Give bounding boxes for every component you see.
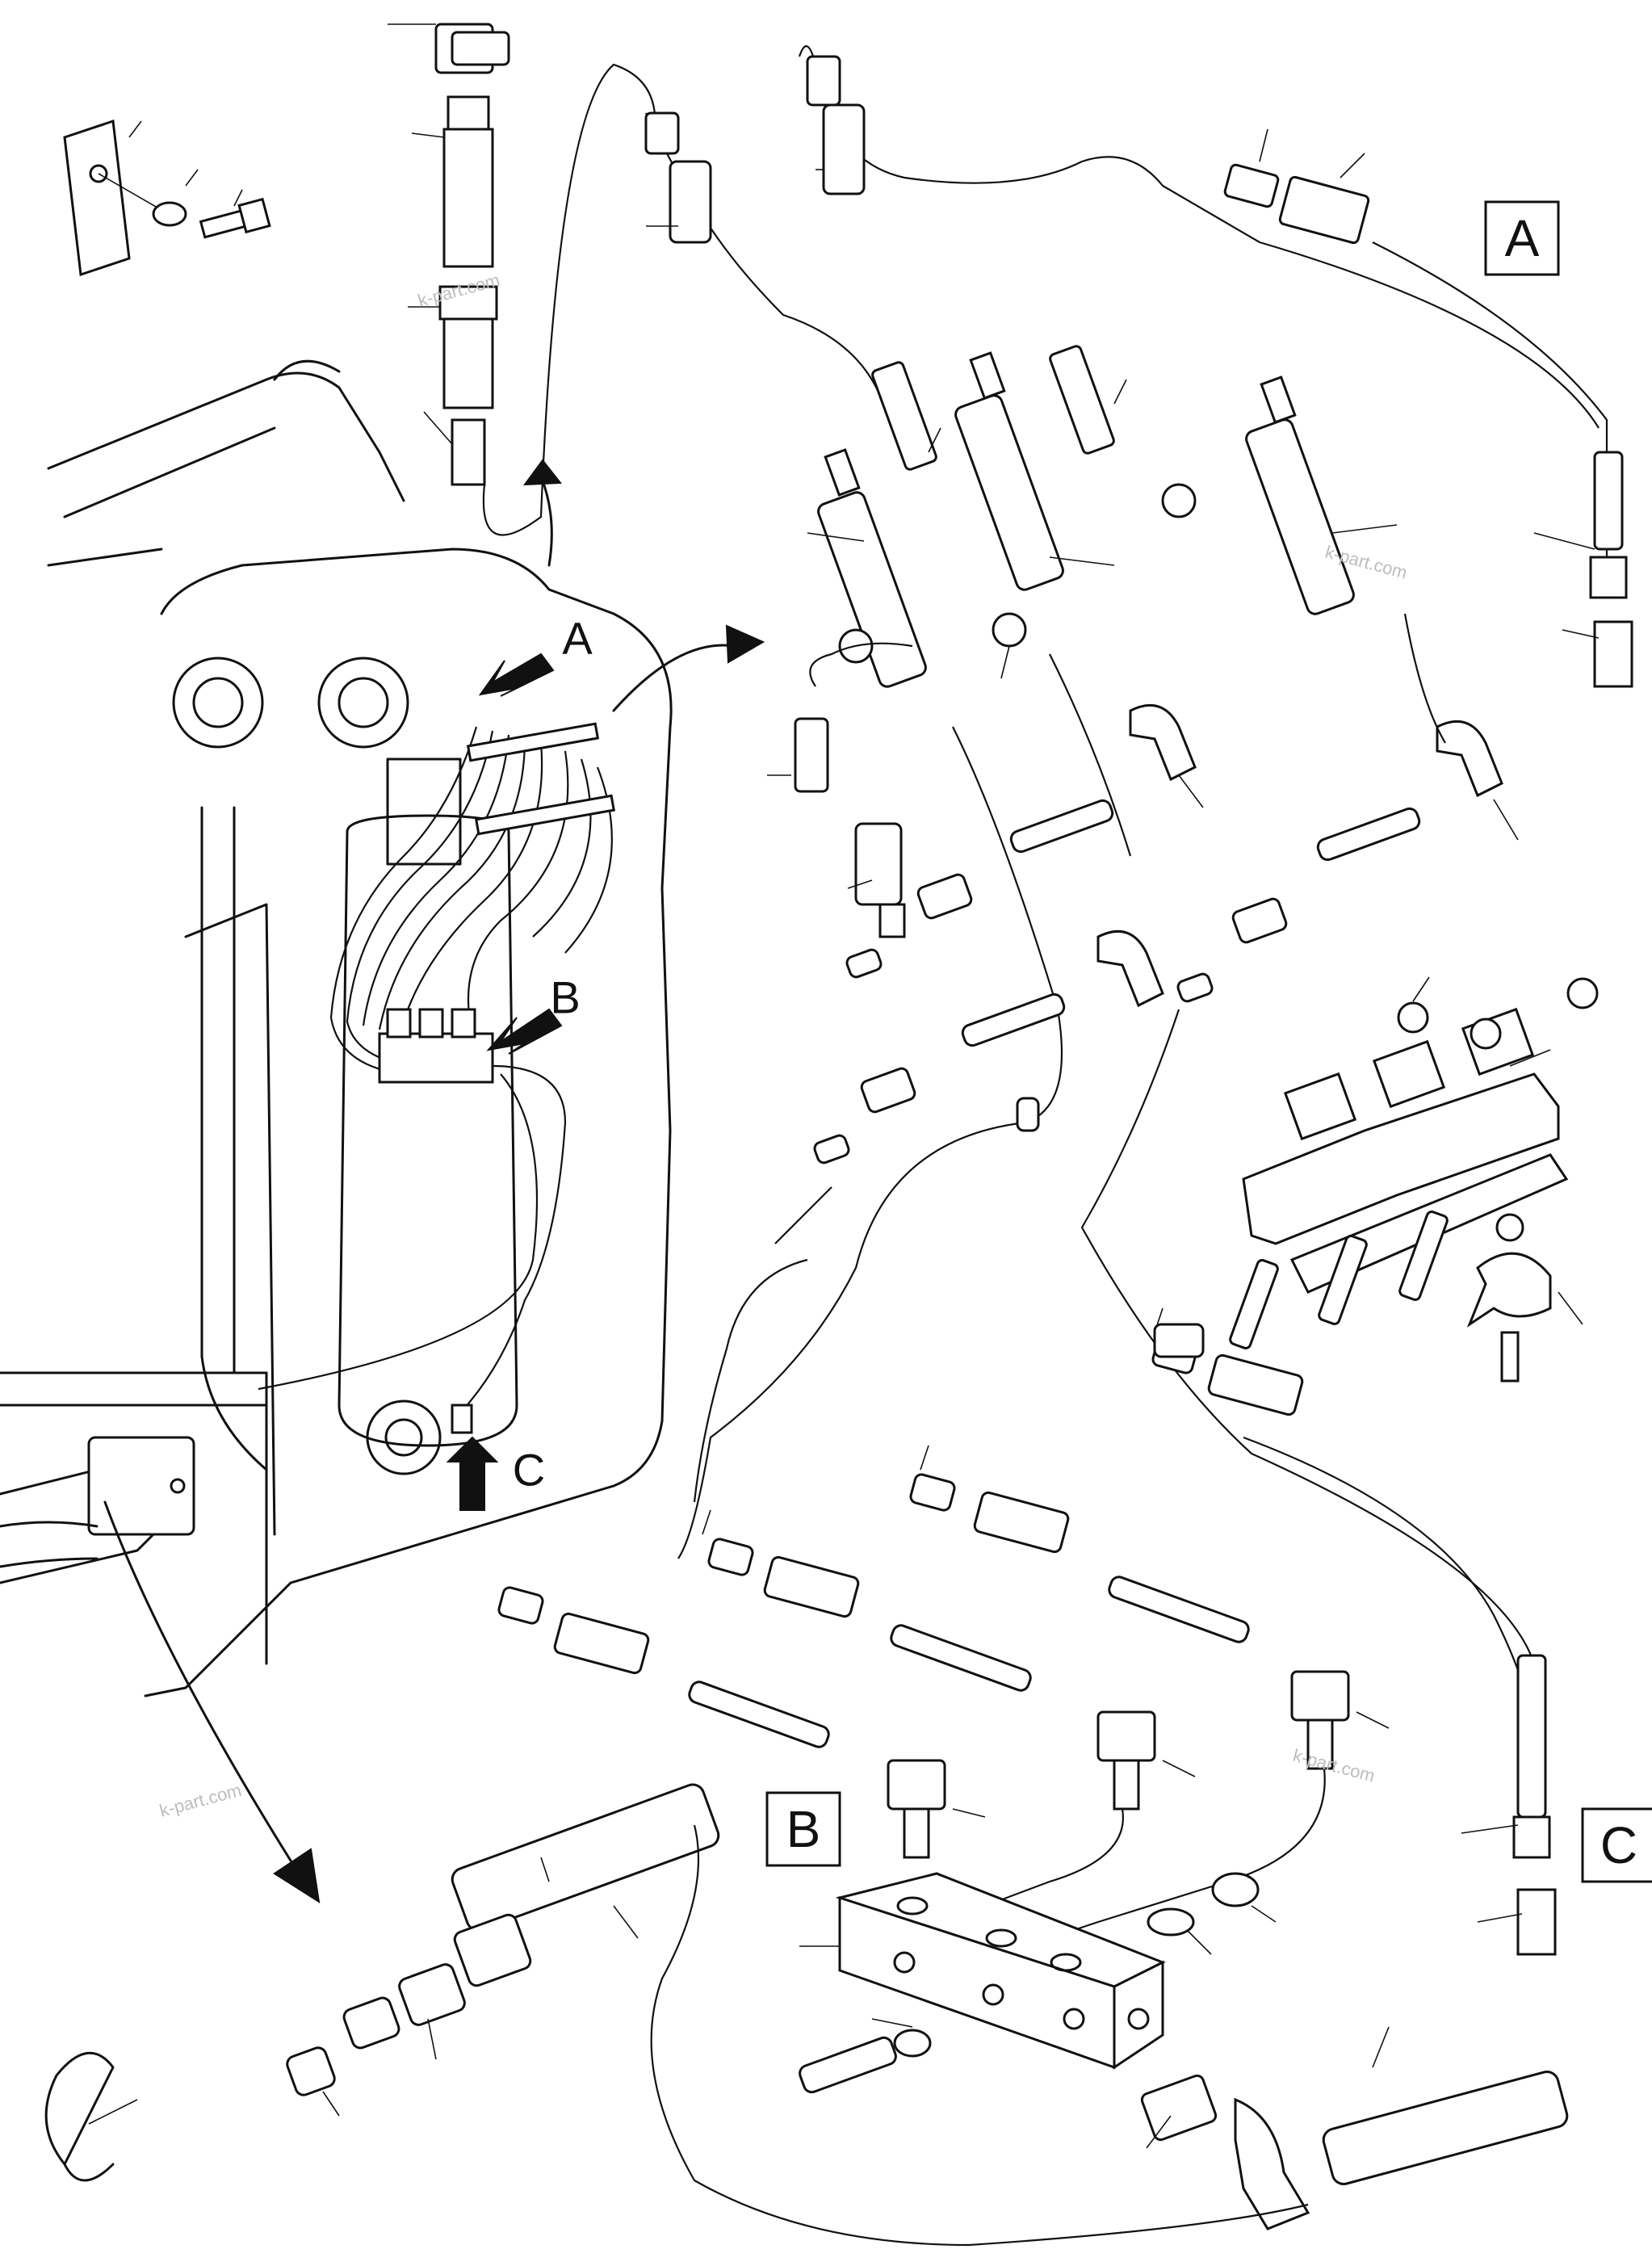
middle-hose-routes: [677, 613, 1536, 1664]
callout-label-c: C: [1600, 1816, 1637, 1874]
arrow-labels: A B C: [513, 613, 593, 1496]
arrow-label-b: B: [550, 972, 580, 1023]
callout-label-a: A: [1505, 209, 1540, 267]
bottom-left-parts: [44, 1783, 1309, 2247]
arrow-label-c: C: [513, 1445, 545, 1496]
callout-box-b: B: [765, 1791, 841, 1867]
lower-connector-chains: [497, 1307, 1390, 1940]
callout-label-b: B: [786, 1800, 821, 1858]
callout-box-a: A: [1484, 200, 1560, 276]
callout-box-c: C: [1581, 1807, 1652, 1883]
cylinder-valves: [807, 345, 1398, 688]
manifold-block: [799, 1872, 1569, 2230]
clamp-blocks: [1229, 976, 1599, 1383]
watermark-3: k-part.com: [1291, 1745, 1377, 1786]
loader-arm-assembly: [0, 359, 673, 1697]
c-hose-assembly: [1153, 1323, 1557, 1956]
direction-arrows: [103, 459, 765, 1904]
elbow-fittings: [838, 483, 1519, 1008]
watermark-4: k-part.com: [157, 1780, 244, 1821]
upper-hose-routes: [644, 45, 1633, 688]
connectors-stacks: [767, 717, 1421, 1164]
bracket-plate-assembly: [63, 119, 271, 277]
arrow-label-a: A: [562, 613, 593, 664]
top-fitting-stack: [388, 23, 656, 536]
